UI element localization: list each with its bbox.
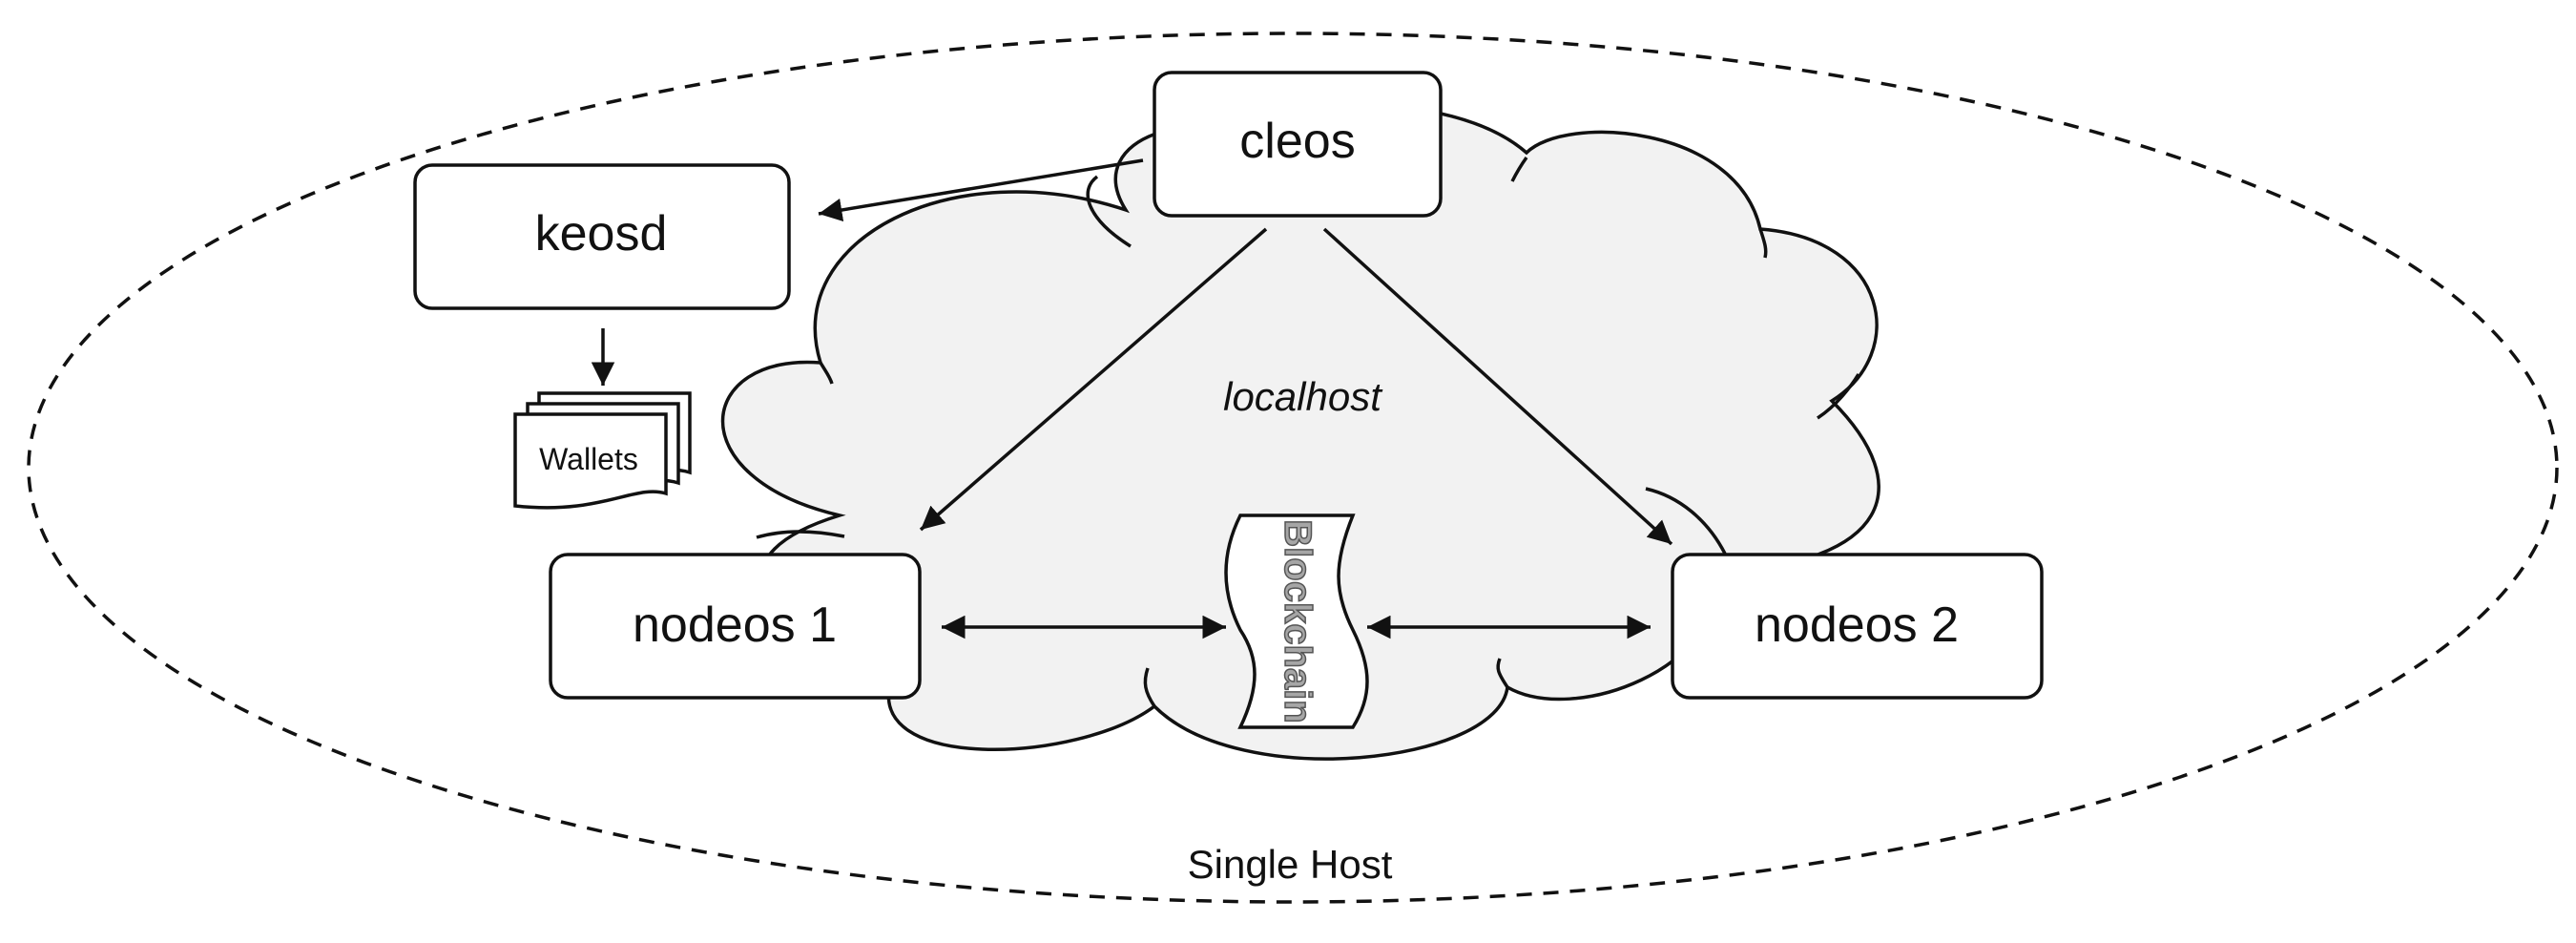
- localhost-label: localhost: [1223, 374, 1383, 419]
- arrow-cleos-to-nodeos1: [919, 227, 1268, 532]
- cloud-arc: [1510, 156, 1528, 182]
- cleos-node: cleos: [1153, 71, 1443, 218]
- blockchain-shape: [1224, 513, 1369, 729]
- keosd-node: keosd: [413, 163, 791, 310]
- wallet-doc-front: [513, 412, 668, 510]
- arrow-cleos-to-keosd: [818, 158, 1144, 222]
- nodeos1-box: [549, 553, 922, 700]
- nodeos1-node: nodeos 1: [549, 553, 922, 700]
- cloud-arc: [1817, 373, 1860, 420]
- single-host-label: Single Host: [1188, 842, 1393, 887]
- wallets-stack: Wallets: [513, 391, 692, 510]
- nodeos2-label: nodeos 2: [1755, 597, 1959, 653]
- blockchain-label: Blockchain: [1277, 519, 1319, 723]
- cloud-arc: [1086, 175, 1132, 248]
- nodeos1-label: nodeos 1: [633, 597, 837, 653]
- cloud-arc: [1758, 228, 1768, 259]
- keosd-box: [413, 163, 791, 310]
- blockchain-tape: Blockchain: [1224, 513, 1369, 729]
- nodeos2-node: nodeos 2: [1671, 553, 2044, 700]
- cloud-arc: [1645, 487, 1727, 555]
- cloud-shape: [721, 103, 1880, 761]
- nodeos2-box: [1671, 553, 2044, 700]
- connections: [591, 158, 1673, 639]
- cleos-box: [1153, 71, 1443, 218]
- arrow-cleos-to-nodeos2: [1322, 227, 1673, 546]
- localhost-cloud: localhost: [721, 103, 1880, 761]
- cloud-arc: [756, 530, 845, 539]
- cloud-arc: [819, 362, 834, 385]
- wallets-label: Wallets: [539, 442, 638, 476]
- keosd-label: keosd: [535, 206, 668, 262]
- cloud-arc: [1496, 658, 1509, 688]
- cleos-label: cleos: [1239, 114, 1355, 169]
- cloud-arc: [1143, 667, 1156, 707]
- single-host-boundary: [27, 31, 2559, 904]
